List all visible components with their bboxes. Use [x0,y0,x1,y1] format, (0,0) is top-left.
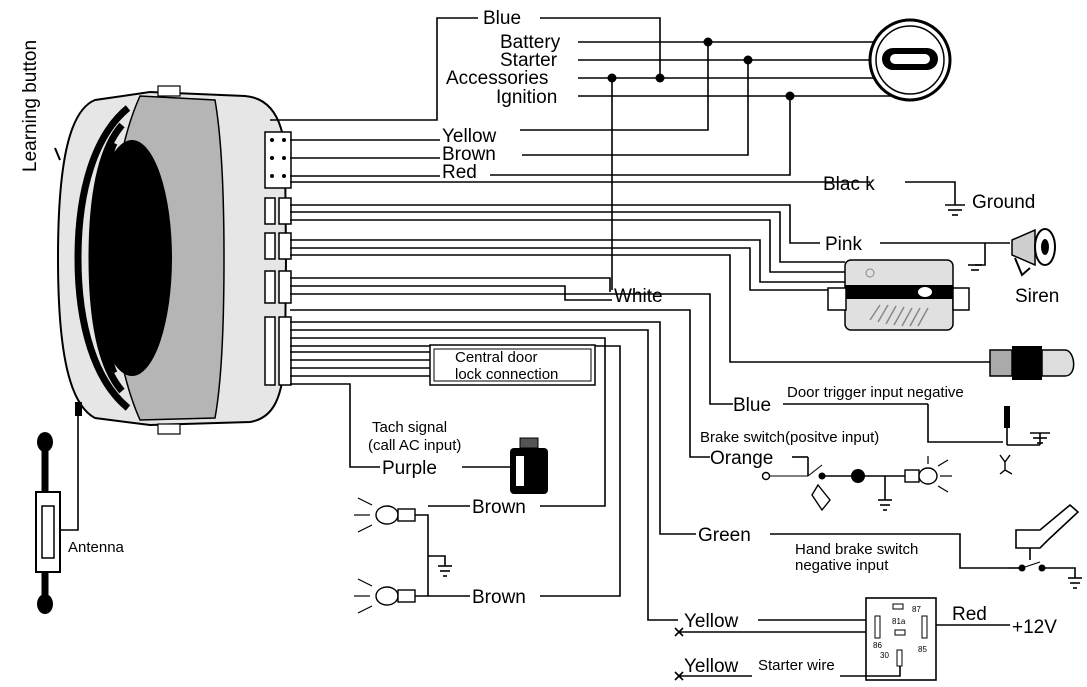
accessories-label: Accessories [446,68,548,89]
tach-motor-icon [510,437,548,494]
siren-label: Siren [1015,286,1059,307]
antenna-label: Antenna [68,539,125,556]
battery-label: Battery [500,32,561,53]
plus12v-label: +12V [1012,617,1057,638]
purple-label: Purple [382,458,437,479]
lamp-icon [354,497,470,614]
door-switch-icon [999,406,1050,475]
yellow-top-label: Yellow [442,126,497,147]
blue-top-label: Blue [483,8,521,29]
tach-signal-label: Tach signal [372,419,447,436]
plug-connector-icon [989,346,1075,380]
shock-sensor-box [827,259,970,331]
orange-label: Orange [710,448,773,469]
brake-switch-icon [761,456,952,512]
relay-85-label: 85 [918,645,927,654]
central-door-label: Central door [455,349,538,366]
brown-lamp2-label: Brown [472,587,526,608]
relay-30-label: 30 [880,651,889,660]
yellow-starter-label: Yellow [684,656,739,677]
ground-icon [945,204,965,216]
starter-label: Starter [500,50,558,71]
door-trigger-label: Door trigger input negative [787,384,964,401]
siren-icon [968,228,1056,277]
negative-input-label: negative input [795,557,889,574]
brown-lamp1-label: Brown [472,497,526,518]
control-module [54,85,288,435]
blue-door-label: Blue [733,395,771,416]
ignition-label: Ignition [496,87,557,108]
relay-87-label: 87 [912,605,921,614]
relay-icon: 87 81a 86 30 85 [674,597,1010,681]
junction-dots [607,37,795,101]
ground-label: Ground [972,192,1035,213]
white-label: White [614,286,663,307]
call-ac-label: (call AC input) [368,437,461,454]
learning-button-label: Learning button [20,40,41,172]
wires [270,17,1010,621]
hand-brake-label: Hand brake switch [795,541,918,558]
ignition-switch-icon [868,18,952,102]
relay-86-label: 86 [873,641,882,650]
red-relay-label: Red [952,604,987,625]
antenna-icon [35,415,79,614]
starter-wire-label: Starter wire [758,657,835,674]
brown-top-label: Brown [442,144,496,165]
module-connectors [264,131,292,386]
yellow-relay-label: Yellow [684,611,739,632]
brake-switch-label: Brake switch(positve input) [700,429,879,446]
relay-81a-label: 81a [892,617,906,626]
black-label: Blac k [823,174,875,195]
green-label: Green [698,525,751,546]
lock-connection-label: lock connection [455,366,558,383]
hand-brake-switch-icon [1008,503,1082,589]
red-top-label: Red [442,162,477,183]
pink-label: Pink [825,234,862,255]
